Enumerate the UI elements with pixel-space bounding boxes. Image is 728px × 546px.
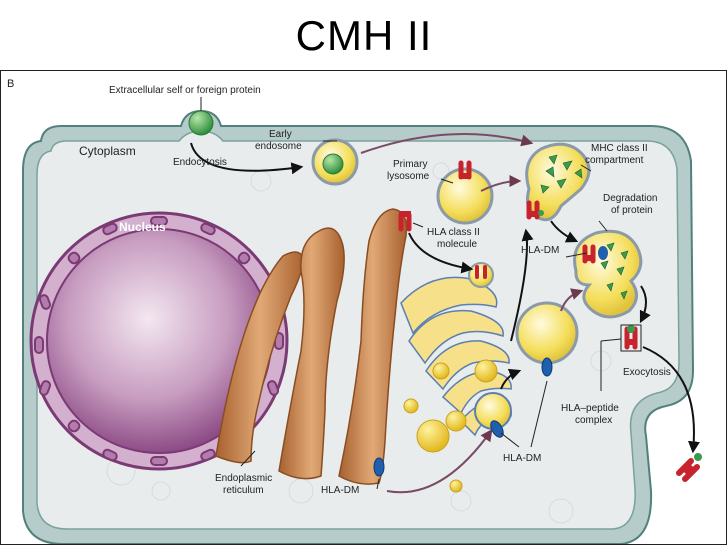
label-early: Early — [269, 129, 292, 140]
label-mhc-class-ii: MHC class II — [591, 143, 648, 154]
label-exocytosis: Exocytosis — [623, 367, 671, 378]
golgi-apparatus — [400, 276, 512, 437]
label-molecule: molecule — [437, 239, 477, 250]
hla-dm-er — [373, 457, 385, 477]
label-hla-dm-top: HLA-DM — [521, 245, 559, 256]
pathway-arrows — [190, 133, 700, 494]
hla-class-ii-molecule-er — [398, 211, 412, 232]
label-of-protein: of protein — [611, 205, 653, 216]
label-hla-peptide: HLA–peptide — [561, 403, 619, 414]
label-primary: Primary — [393, 159, 427, 170]
hla-peptide-complex-membrane — [620, 324, 642, 352]
label-reticulum: reticulum — [223, 485, 264, 496]
label-endosome: endosome — [255, 141, 302, 152]
leader-lines — [200, 97, 622, 490]
label-cytoplasm: Cytoplasm — [79, 144, 136, 158]
early-endosome — [311, 138, 359, 186]
nucleus — [29, 211, 289, 471]
diagram-panel: B Nucleus — [0, 70, 727, 545]
label-extracellular: Extracellular self or foreign protein — [109, 85, 261, 96]
nucleus-label: Nucleus — [119, 220, 166, 234]
label-lysosome: lysosome — [387, 171, 430, 182]
endoplasmic-reticulum — [215, 208, 408, 485]
secretory-vesicles — [403, 359, 498, 493]
hla-transport-vesicle — [468, 262, 494, 288]
degradation-vesicle — [573, 229, 643, 319]
panel-letter: B — [7, 78, 14, 90]
label-endoplasmic: Endoplasmic — [215, 473, 272, 484]
extracellular-protein — [188, 110, 214, 136]
mhc-class-ii-pathway-diagram: B Nucleus — [7, 78, 702, 544]
label-complex: complex — [575, 415, 612, 426]
label-hla-dm-bottom: HLA-DM — [321, 485, 359, 496]
label-hla-class-ii: HLA class II — [427, 227, 480, 238]
hla-dm-vesicle — [515, 301, 579, 377]
hla-dm-golgi — [490, 420, 504, 438]
label-endocytosis: Endocytosis — [173, 157, 227, 168]
exocytosed-hla-peptide — [676, 453, 702, 482]
label-hla-dm-mid: HLA-DM — [503, 453, 541, 464]
label-compartment: compartment — [585, 155, 644, 166]
label-degradation: Degradation — [603, 193, 657, 204]
page-title: CMH II — [295, 12, 433, 59]
mhc-class-ii-compartment — [525, 142, 591, 222]
